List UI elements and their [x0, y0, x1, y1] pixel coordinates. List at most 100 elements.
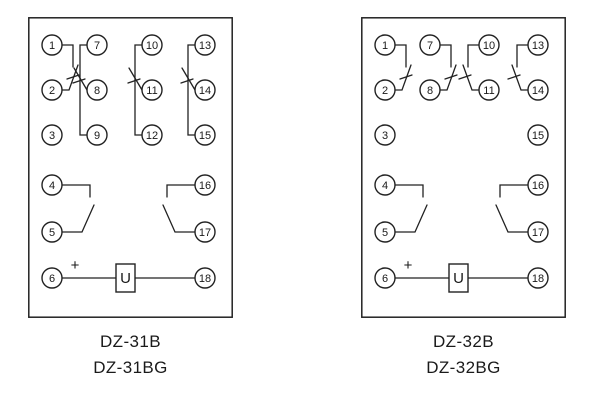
terminal-number: 12 — [146, 130, 158, 142]
terminal-circle — [374, 267, 396, 289]
terminal-circle — [41, 267, 63, 289]
model-labels: DZ-31B DZ-31BG — [28, 329, 233, 381]
terminal-number: 16 — [199, 180, 211, 192]
terminal-14: 14 — [527, 79, 549, 101]
contact-1-2 — [394, 44, 413, 91]
terminal-8: 8 — [86, 79, 108, 101]
coil-symbol: U — [453, 270, 464, 287]
contact-blade — [61, 204, 95, 233]
polarity-plus: + — [404, 257, 413, 274]
terminal-number: 1 — [382, 40, 388, 52]
contact-16-17 — [162, 184, 196, 233]
terminal-number: 6 — [49, 273, 55, 285]
terminal-4: 4 — [374, 174, 396, 196]
terminal-number: 13 — [199, 40, 211, 52]
fixed-contact-lead — [439, 44, 452, 68]
contact-16-17 — [495, 184, 529, 233]
terminal-number: 17 — [199, 227, 211, 239]
terminal-number: 17 — [532, 227, 544, 239]
contact-blade — [462, 64, 480, 91]
terminal-1: 1 — [374, 34, 396, 56]
contact-bracket — [134, 44, 143, 136]
coil-symbol: U — [120, 270, 131, 287]
model-labels: DZ-32B DZ-32BG — [361, 329, 566, 381]
terminal-12: 12 — [141, 124, 163, 146]
terminal-number: 15 — [199, 130, 211, 142]
terminal-number: 8 — [94, 85, 100, 97]
terminal-number: 13 — [532, 40, 544, 52]
terminal-circle — [194, 174, 216, 196]
contact-blade — [162, 204, 196, 233]
contact-tick — [180, 78, 194, 84]
terminal-13: 13 — [194, 34, 216, 56]
terminal-circle — [141, 124, 163, 146]
polarity-plus: + — [71, 257, 80, 274]
terminal-circle — [194, 221, 216, 243]
contact-blade — [511, 64, 529, 91]
terminal-circle — [141, 34, 163, 56]
contact-1-2 — [61, 44, 80, 91]
terminal-number: 18 — [532, 273, 544, 285]
contact-tick — [507, 74, 521, 80]
terminal-number: 11 — [483, 85, 494, 97]
contact-tick — [444, 74, 458, 80]
terminal-circle — [41, 79, 63, 101]
terminal-circle — [374, 221, 396, 243]
fixed-contact-lead — [516, 44, 529, 68]
terminal-number: 3 — [49, 130, 55, 142]
coil-circuit: U + — [61, 257, 196, 293]
diagram-frame — [361, 17, 566, 318]
terminal-number: 11 — [146, 85, 157, 97]
contact-blade — [181, 67, 196, 91]
coil-box — [115, 263, 136, 293]
diagram-dz32: U + 1 2 3 7 8 10 11 13 14 15 4 5 6 16 17… — [361, 17, 566, 381]
contact-blade — [61, 64, 79, 91]
terminal-6: 6 — [41, 267, 63, 289]
terminal-4: 4 — [41, 174, 63, 196]
fixed-contact-lead — [166, 184, 196, 198]
terminal-number: 9 — [94, 130, 100, 142]
terminal-number: 2 — [49, 85, 55, 97]
terminal-17: 17 — [194, 221, 216, 243]
terminal-5: 5 — [374, 221, 396, 243]
contact-blade — [495, 204, 529, 233]
terminal-circle — [86, 124, 108, 146]
terminal-number: 5 — [382, 227, 388, 239]
model-label-primary: DZ-32B — [433, 332, 494, 351]
terminal-2: 2 — [374, 79, 396, 101]
model-label-variant: DZ-31BG — [93, 358, 168, 377]
terminal-10: 10 — [478, 34, 500, 56]
contact-tick — [72, 78, 86, 84]
terminal-circle — [527, 124, 549, 146]
contact-bracket — [79, 44, 88, 136]
terminal-10: 10 — [141, 34, 163, 56]
terminal-number: 3 — [382, 130, 388, 142]
terminal-circle — [86, 79, 108, 101]
terminal-3: 3 — [41, 124, 63, 146]
terminal-circle — [374, 79, 396, 101]
terminal-number: 1 — [49, 40, 55, 52]
contact-10-11-12 — [127, 44, 143, 136]
terminal-circle — [419, 34, 441, 56]
terminal-number: 7 — [427, 40, 433, 52]
contact-4-5 — [61, 184, 95, 233]
terminal-circle — [194, 124, 216, 146]
terminal-circle — [527, 174, 549, 196]
terminal-18: 18 — [194, 267, 216, 289]
contact-13-14 — [507, 44, 529, 91]
model-label-variant: DZ-32BG — [426, 358, 501, 377]
diagram-dz31: U + 1 2 3 7 8 9 10 11 12 13 14 15 4 5 6 … — [28, 17, 233, 381]
terminal-2: 2 — [41, 79, 63, 101]
terminal-circle — [419, 79, 441, 101]
terminal-circle — [527, 267, 549, 289]
terminal-circle — [41, 221, 63, 243]
terminal-number: 4 — [49, 180, 55, 192]
terminal-number: 4 — [382, 180, 388, 192]
terminal-number: 16 — [532, 180, 544, 192]
terminal-circle — [41, 124, 63, 146]
fixed-contact-lead — [394, 184, 424, 198]
terminal-circle — [194, 267, 216, 289]
terminal-number: 7 — [94, 40, 100, 52]
contact-tick — [399, 74, 413, 80]
